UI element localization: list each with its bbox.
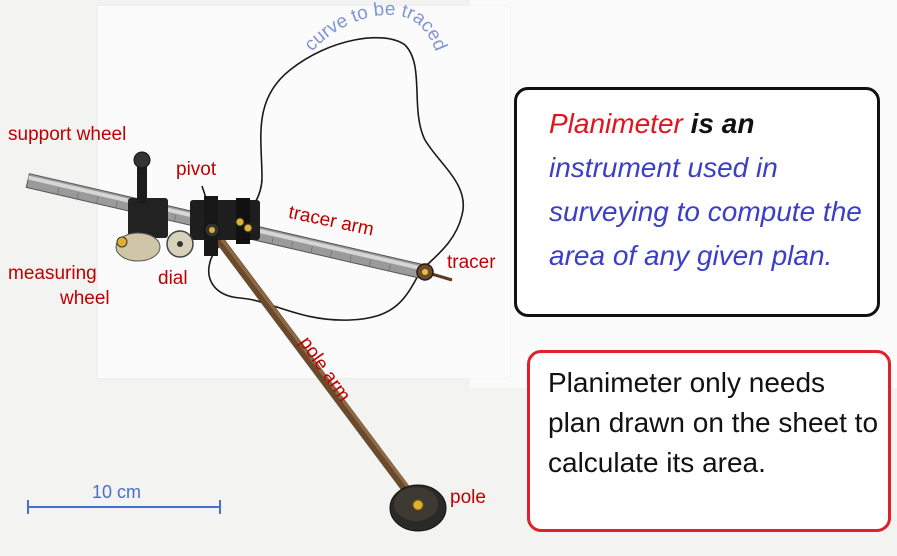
dial-label: dial — [158, 268, 188, 289]
traced-curve — [208, 36, 465, 321]
measuring-wheel-label-line2: wheel — [60, 288, 110, 309]
paper-sheet — [98, 6, 510, 378]
note-text: Planimeter only needs plan drawn on the … — [548, 367, 879, 478]
definition-text: instrument used in surveying to compute … — [549, 152, 862, 271]
definition-highlight: Planimeter — [549, 108, 683, 139]
scale-label: 10 cm — [92, 482, 142, 502]
pivot-pointer — [201, 185, 207, 199]
definition-is-an: is an — [682, 108, 755, 139]
scale-bar — [27, 500, 221, 514]
pole-weight — [389, 484, 447, 532]
pole-label: pole — [450, 487, 486, 508]
note-box: Planimeter only needs plan drawn on the … — [527, 350, 891, 532]
pole-arm — [207, 225, 423, 510]
measuring-wheel-label-line1: measuring — [8, 263, 97, 284]
support-wheel-label: support wheel — [8, 124, 127, 145]
curve-label: curve to be traced — [300, 0, 450, 55]
pivot-label: pivot — [176, 159, 217, 180]
definition-box: Planimeter is an instrument used in surv… — [514, 87, 880, 317]
planimeter-carriage — [115, 151, 260, 262]
tracer-point — [416, 263, 453, 282]
tracer-label: tracer — [447, 252, 496, 273]
curve-label-text: curve to be traced — [300, 0, 450, 55]
